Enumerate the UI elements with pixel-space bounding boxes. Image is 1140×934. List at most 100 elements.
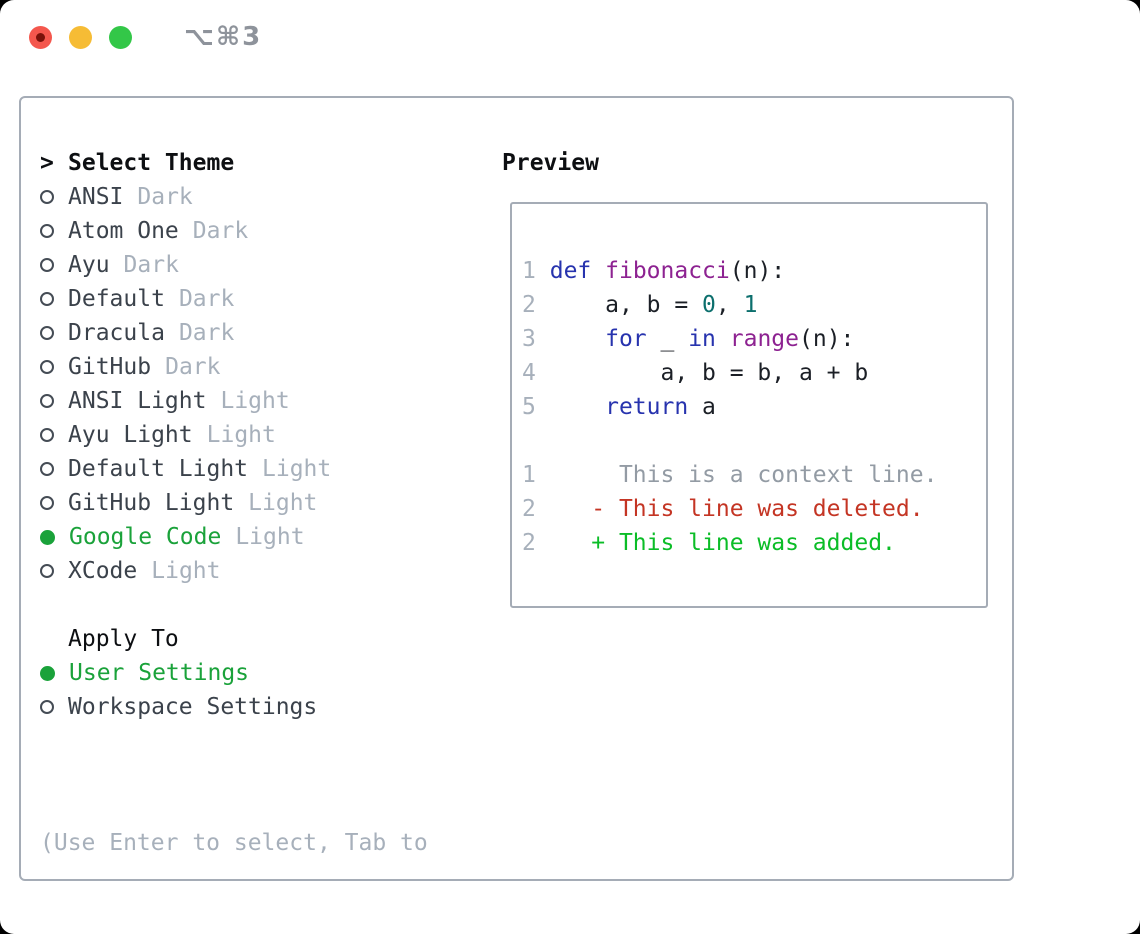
code-token-del: - This line was deleted. <box>535 496 924 522</box>
help-line-2: change focus) <box>40 928 502 934</box>
code-token-num: 2 <box>522 530 536 556</box>
code-line: 4 a, b = b, a + b <box>522 356 986 390</box>
apply-to-option-label: User Settings <box>69 660 250 686</box>
theme-option-label: Ayu Light <box>68 422 193 448</box>
theme-option-label: Dracula <box>68 320 165 346</box>
zoom-button[interactable] <box>109 26 132 49</box>
theme-option-ayu-light[interactable]: Ayu Light Light <box>40 418 502 452</box>
theme-variant-label: Dark <box>165 354 221 380</box>
help-text: (Use Enter to select, Tab to change focu… <box>40 758 502 934</box>
code-token-num: 1 <box>522 462 536 488</box>
code-line: 2 a, b = 0, 1 <box>522 288 986 322</box>
code-token-lit: 1 <box>743 292 758 318</box>
code-line: 3 for _ in range(n): <box>522 322 986 356</box>
theme-variant-label: Light <box>235 524 305 550</box>
code-token-plain <box>591 258 605 284</box>
code-token-plain: (n): <box>729 258 786 284</box>
code-token-kw: return <box>605 394 689 420</box>
theme-option-google-code[interactable]: Google Code Light <box>40 520 502 554</box>
theme-option-github[interactable]: GitHub Dark <box>40 350 502 384</box>
radio-selected-icon <box>40 665 55 681</box>
select-theme-header: > Select Theme <box>40 146 502 180</box>
theme-variant-label: Dark <box>123 252 179 278</box>
theme-variant-label: Dark <box>178 286 235 312</box>
theme-option-ansi[interactable]: ANSI Dark <box>40 180 502 214</box>
minimize-button[interactable] <box>69 26 92 49</box>
theme-variant-label: Light <box>206 422 276 448</box>
theme-option-label: Google Code <box>69 524 222 550</box>
code-line: 2 - This line was deleted. <box>522 492 986 526</box>
code-line: 1 This is a context line. <box>522 458 986 492</box>
apply-to-option-user-settings[interactable]: User Settings <box>40 656 502 690</box>
code-token-plain: a <box>688 394 716 420</box>
code-token-add: + This line was added. <box>535 530 896 556</box>
theme-option-label: GitHub Light <box>68 490 235 516</box>
code-token-plain <box>536 326 605 352</box>
close-dot-icon <box>36 33 45 42</box>
code-token-num: 1 <box>522 258 536 284</box>
code-token-num: 4 <box>522 360 536 386</box>
code-token-num: 3 <box>522 326 536 352</box>
window-title: ⌥⌘3 <box>184 22 263 52</box>
preview-column: Preview 1 def fibonacci(n):2 a, b = 0, 1… <box>502 146 1012 879</box>
code-token-plain: a, b = b, a + b <box>535 360 869 386</box>
help-line-1: (Use Enter to select, Tab to <box>40 830 428 856</box>
code-token-fn: range <box>729 326 800 352</box>
code-token-num: 5 <box>522 394 536 420</box>
theme-option-default[interactable]: Default Dark <box>40 282 502 316</box>
code-line: 5 return a <box>522 390 986 424</box>
apply-to-option-workspace-settings[interactable]: Workspace Settings <box>40 690 502 724</box>
radio-icon <box>40 462 54 476</box>
code-line: 2 + This line was added. <box>522 526 986 560</box>
focus-arrow-icon: > <box>40 150 54 176</box>
theme-variant-label: Dark <box>137 184 193 210</box>
traffic-lights <box>29 26 132 49</box>
theme-variant-label: Light <box>151 558 221 584</box>
theme-option-label: Default <box>68 286 165 312</box>
theme-variant-label: Dark <box>178 320 235 346</box>
radio-icon <box>40 428 54 442</box>
titlebar: ⌥⌘3 <box>0 0 1140 96</box>
theme-option-github-light[interactable]: GitHub Light Light <box>40 486 502 520</box>
radio-icon <box>40 258 54 272</box>
radio-icon <box>40 190 54 204</box>
theme-option-label: Atom One <box>68 218 179 244</box>
theme-option-default-light[interactable]: Default Light Light <box>40 452 502 486</box>
theme-option-dracula[interactable]: Dracula Dark <box>40 316 502 350</box>
code-token-kw: in <box>688 326 716 352</box>
theme-option-label: ANSI Light <box>68 388 207 414</box>
code-token-num: 2 <box>522 292 536 318</box>
code-line <box>522 424 986 458</box>
theme-variant-label: Light <box>262 456 332 482</box>
code-token-ctx: This is a context line. <box>535 462 938 488</box>
select-theme-header-label: Select Theme <box>68 150 235 176</box>
apply-to-option-label: Workspace Settings <box>68 694 318 720</box>
radio-icon <box>40 224 54 238</box>
code-token-plain: (n): <box>799 326 855 352</box>
code-token-kw: for <box>605 326 647 352</box>
close-button[interactable] <box>29 26 52 49</box>
theme-option-label: GitHub <box>68 354 152 380</box>
spacer <box>40 588 502 622</box>
theme-variant-label: Light <box>248 490 318 516</box>
theme-option-label: Default Light <box>68 456 249 482</box>
code-token-plain: _ <box>646 326 689 352</box>
radio-icon <box>40 564 54 578</box>
radio-icon <box>40 394 54 408</box>
radio-icon <box>40 326 54 340</box>
theme-option-label: ANSI <box>68 184 124 210</box>
code-token-plain <box>536 258 550 284</box>
code-token-plain <box>536 394 605 420</box>
radio-icon <box>40 700 54 714</box>
code-line: 1 def fibonacci(n): <box>522 254 986 288</box>
code-token-plain <box>716 326 730 352</box>
